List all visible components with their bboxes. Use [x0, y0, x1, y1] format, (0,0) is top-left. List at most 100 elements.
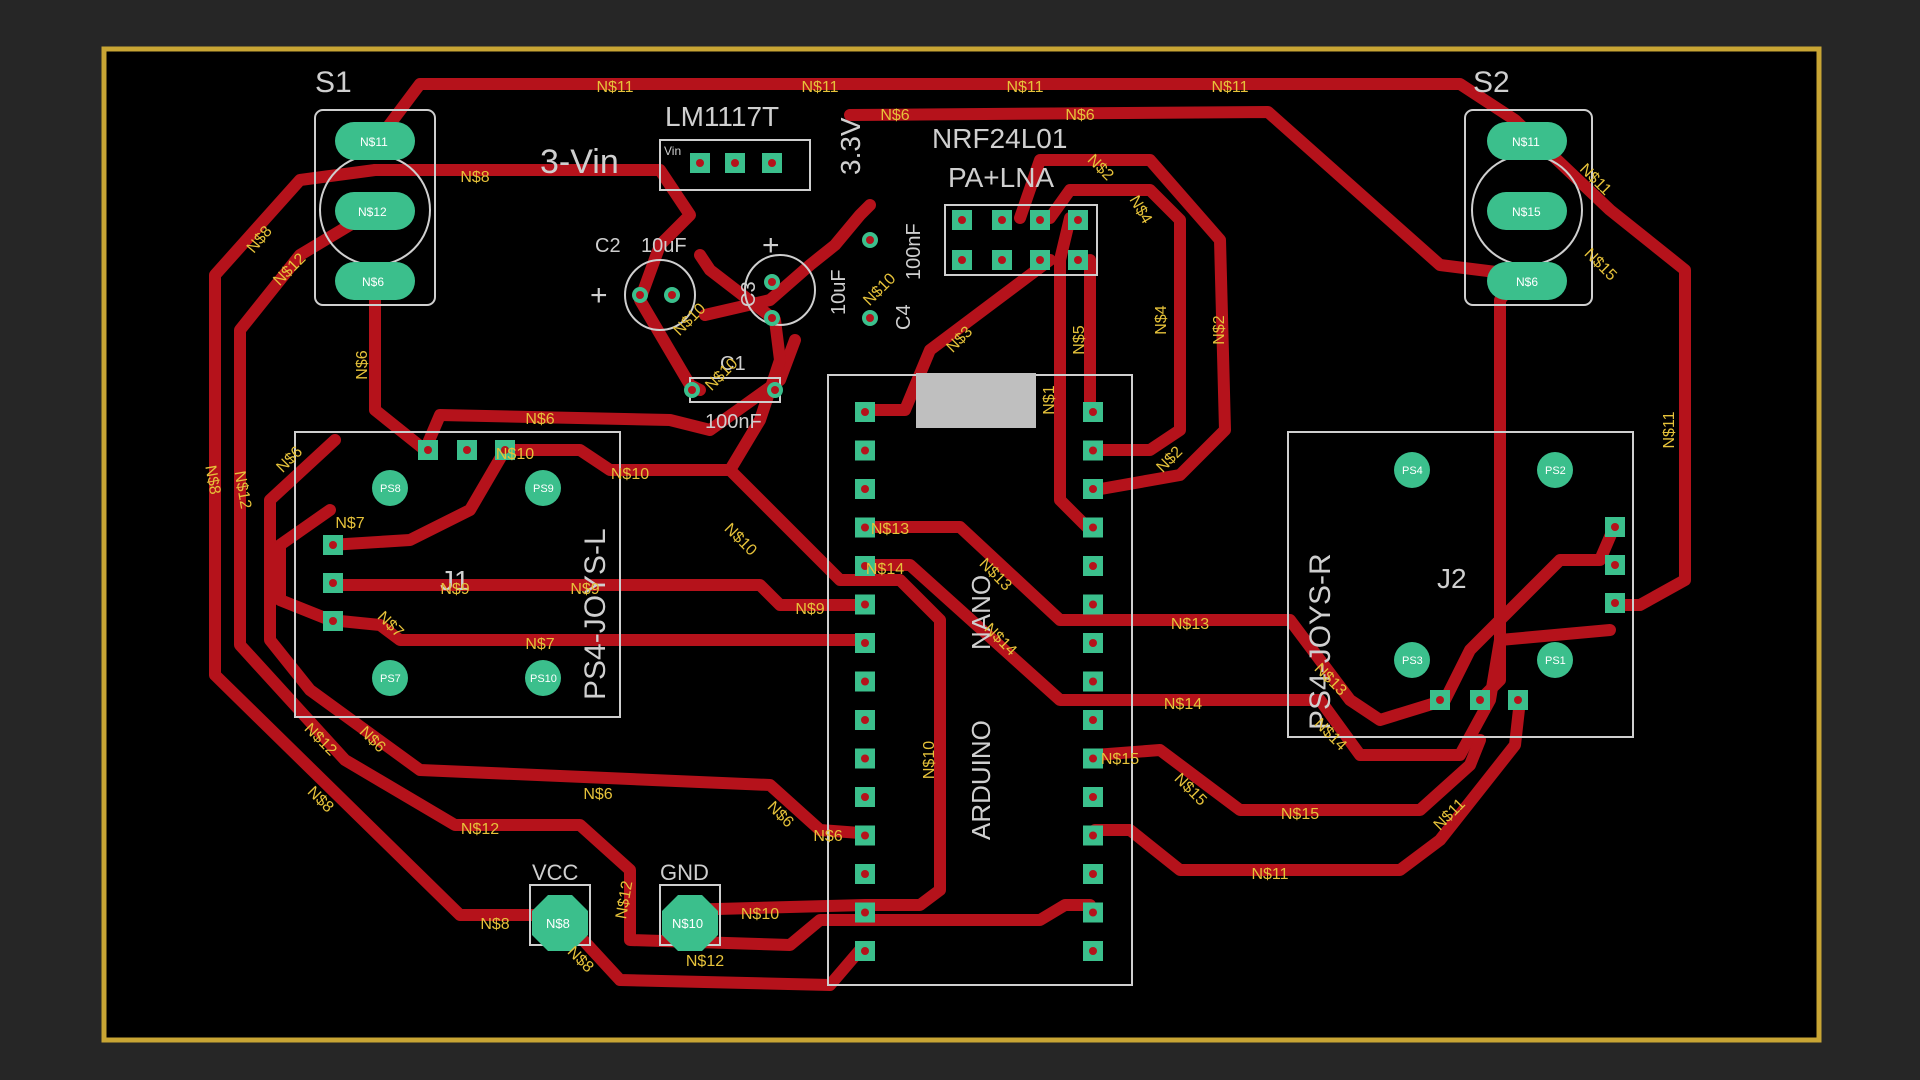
- label-plus-c2: +: [590, 279, 608, 312]
- label-vcc: VCC: [532, 860, 579, 885]
- label-regulator: LM1117T: [665, 101, 779, 132]
- net-label: N$4: [1153, 305, 1170, 334]
- label-vin: 3-Vin: [540, 143, 619, 181]
- regulator-pin-2-drill: [731, 159, 739, 167]
- net-label: N$2: [1211, 315, 1228, 344]
- label-c2: C2: [595, 235, 621, 257]
- arduino-pin-left-5-drill: [861, 562, 869, 570]
- arduino-pin-left-6-drill: [861, 600, 869, 609]
- pad-label-s2-1: N$11: [1512, 135, 1540, 149]
- label-nano: NANO: [966, 575, 996, 650]
- arduino-pin-right-6-drill: [1089, 600, 1097, 609]
- arduino-pin-right-13-drill: [1089, 870, 1097, 878]
- cap-pin-2-drill: [668, 291, 676, 299]
- label-c1-value: 100nF: [705, 411, 762, 433]
- label-c4-value: 100nF: [903, 223, 925, 280]
- joy-right-outline: [1287, 431, 1634, 738]
- pad-label-gnd: N$10: [672, 916, 703, 931]
- pad-label-ps1: PS1: [1545, 655, 1566, 667]
- radio-pin-bot-2-drill: [998, 256, 1006, 264]
- ps7-pad: [372, 660, 408, 696]
- net-label: N$11: [1006, 79, 1043, 96]
- label-s1: S1: [315, 66, 352, 99]
- s2-outline: [1464, 109, 1593, 306]
- arduino-pin-right-11-drill: [1089, 793, 1097, 801]
- pad-label-ps3: PS3: [1402, 655, 1423, 667]
- net-label: N$7: [525, 636, 554, 653]
- j1-pin-left-1-drill: [329, 541, 337, 549]
- trace-n10-j1: [324, 444, 511, 551]
- net-label: N$10: [921, 741, 938, 779]
- net-label: N$9: [795, 601, 824, 618]
- header-pins: [323, 153, 1625, 961]
- arduino-pin-left-8-drill: [861, 677, 869, 686]
- ps8-pad: [372, 470, 408, 506]
- net-label: N$6: [1065, 107, 1094, 124]
- gnd-pad: [662, 895, 718, 951]
- net-label: N$10: [496, 446, 534, 463]
- net-label: N$12: [613, 880, 636, 921]
- label-plus-c3: +: [762, 229, 780, 262]
- cap-pin-1-drill: [636, 291, 644, 299]
- label-vin-pin: Vin: [664, 144, 681, 158]
- net-label: N$6: [813, 828, 842, 845]
- arduino-pin-right-14-drill: [1089, 908, 1097, 917]
- net-label: N$13: [1171, 616, 1209, 633]
- pad-label-ps10: PS10: [530, 673, 557, 685]
- j1-pin-top-2-drill: [463, 446, 471, 454]
- ps4-pad: [1394, 452, 1430, 488]
- trace-n15: [1089, 734, 1486, 816]
- label-c3: C3: [738, 281, 760, 307]
- arduino-pin-right-2-drill: [1089, 446, 1097, 455]
- net-label: N$9: [570, 581, 599, 598]
- arduino-pin-right-15-drill: [1089, 947, 1097, 955]
- pad-label-ps7: PS7: [380, 673, 401, 685]
- vcc-pad: [532, 895, 588, 951]
- regulator-outline: [659, 139, 811, 191]
- radio-pin-top-3-drill: [1036, 216, 1044, 224]
- trace-n6-j1: [419, 334, 801, 456]
- pad-label-vcc: N$8: [546, 916, 570, 931]
- net-label: N$1: [1041, 385, 1058, 414]
- j2-pin-right-3-drill: [1611, 599, 1619, 607]
- trace-n6-s1: [369, 274, 431, 456]
- radio-pin-bot-3-drill: [1036, 256, 1044, 264]
- radio-outline: [944, 204, 1098, 276]
- net-label: N$11: [1661, 411, 1678, 448]
- usb-connector-block: [916, 373, 1036, 428]
- s1-pad-2: [335, 192, 415, 230]
- trace-n2: [1014, 154, 1231, 496]
- pad-label-s2-2: N$15: [1512, 205, 1541, 219]
- cap-pin-3-drill: [768, 278, 776, 286]
- net-label: N$10: [741, 906, 779, 923]
- ps10-pad: [525, 660, 561, 696]
- trace-n10-cap: [699, 199, 876, 321]
- label-regulator-net: 3.3V: [835, 117, 866, 175]
- pad-label-s1-1: N$11: [360, 135, 388, 149]
- radio-pin-top-2-drill: [998, 216, 1006, 224]
- j1-pin-left-2-drill: [329, 579, 337, 587]
- pads: [335, 122, 1573, 951]
- j2-pin-bottom-3-drill: [1514, 696, 1522, 704]
- j1-pin-left-3-drill: [329, 617, 337, 625]
- arduino-pin-right-10-drill: [1089, 754, 1097, 763]
- arduino-pin-right-1-drill: [1089, 408, 1097, 416]
- j1-pin-top-3-drill: [501, 446, 509, 454]
- net-label: N$6: [880, 107, 909, 124]
- net-label: N$13: [871, 521, 909, 538]
- arduino-pin-left-3-drill: [861, 485, 869, 493]
- pad-label-s1-3: N$6: [362, 275, 384, 289]
- trace-n9: [324, 579, 871, 611]
- j1-pin-top-1-drill: [424, 446, 432, 454]
- trace-n13: [859, 519, 1621, 726]
- cap-pin-8-drill: [866, 314, 874, 322]
- s2-pad-2: [1487, 192, 1567, 230]
- arduino-pin-left-2-drill: [861, 446, 869, 455]
- c3-ring: [744, 254, 816, 326]
- net-label: N$11: [1211, 79, 1248, 96]
- pad-label-s1-2: N$12: [358, 205, 387, 219]
- arduino-pin-left-10-drill: [861, 754, 869, 763]
- label-radio-2: PA+LNA: [948, 162, 1054, 193]
- arduino-pin-right-9-drill: [1089, 716, 1097, 724]
- ps2-pad: [1537, 452, 1573, 488]
